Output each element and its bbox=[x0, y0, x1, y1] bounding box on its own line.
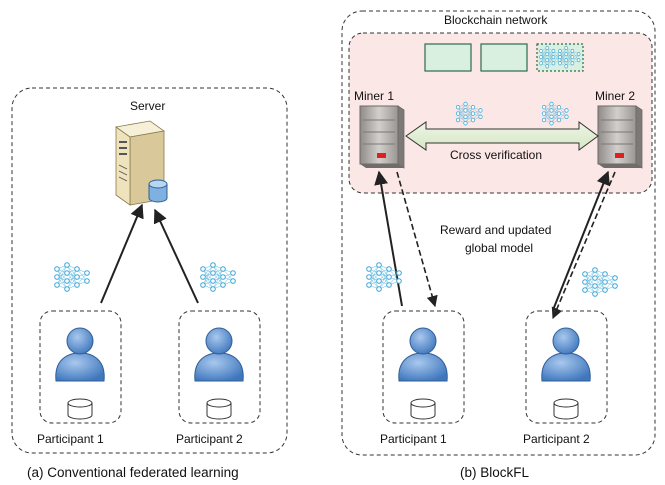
user-icon bbox=[55, 327, 105, 382]
pending-block-icon bbox=[536, 43, 584, 72]
neural-network-icon bbox=[200, 262, 236, 292]
upload-arrow-2 bbox=[153, 208, 199, 304]
database-icon bbox=[553, 398, 579, 420]
blockchain-network-label: Blockchain network bbox=[444, 13, 548, 27]
participant-1-box bbox=[39, 310, 122, 424]
miner-server-icon bbox=[597, 105, 643, 169]
server-label: Server bbox=[130, 99, 166, 113]
database-icon bbox=[206, 398, 232, 420]
participant-2-label: Participant 2 bbox=[176, 432, 243, 446]
participant-2-label: Participant 2 bbox=[523, 432, 590, 446]
user-icon bbox=[398, 327, 448, 382]
caption-a: (a) Conventional federated learning bbox=[27, 465, 239, 480]
upload-arrow-1 bbox=[100, 203, 144, 304]
user-icon bbox=[194, 327, 244, 382]
participant-1-label: Participant 1 bbox=[380, 432, 447, 446]
participant-2-box bbox=[525, 310, 608, 424]
participant-1-label: Participant 1 bbox=[37, 432, 104, 446]
left-panel-border bbox=[11, 87, 288, 454]
cross-verification-label: Cross verification bbox=[450, 148, 543, 162]
cross-verification-arrow bbox=[405, 121, 599, 151]
caption-b: (b) BlockFL bbox=[460, 465, 530, 480]
participant-1-box bbox=[382, 310, 465, 424]
miner-server-icon bbox=[359, 105, 405, 169]
miner-2-label: Miner 2 bbox=[595, 89, 636, 103]
database-icon bbox=[410, 398, 436, 420]
reward-arrow-1 bbox=[396, 171, 438, 308]
server-icon bbox=[114, 120, 166, 206]
neural-network-icon bbox=[582, 267, 618, 297]
blockchain-network-border bbox=[341, 10, 656, 456]
database-icon bbox=[148, 179, 168, 203]
miner-panel bbox=[348, 32, 653, 194]
reward-arrow-2 bbox=[551, 171, 616, 320]
database-icon bbox=[67, 398, 93, 420]
block-icon bbox=[480, 43, 528, 72]
reward-label-line1: Reward and updated bbox=[440, 223, 552, 237]
miner-1-label: Miner 1 bbox=[354, 89, 395, 103]
block-icon bbox=[424, 43, 472, 72]
reward-label-line2: global model bbox=[465, 241, 534, 255]
upload-arrow-2 bbox=[552, 170, 610, 311]
user-icon bbox=[541, 327, 591, 382]
neural-network-icon bbox=[54, 262, 90, 292]
participant-2-box bbox=[178, 310, 261, 424]
